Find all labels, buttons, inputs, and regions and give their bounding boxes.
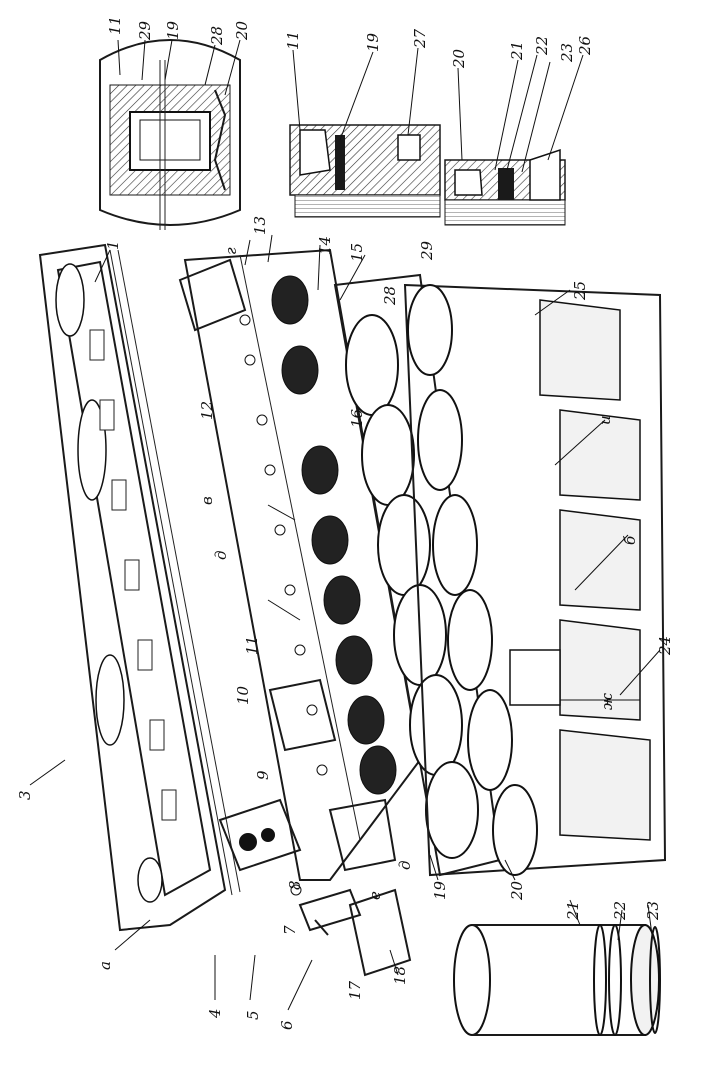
label-24: 24 xyxy=(656,636,674,656)
label-21: 21 xyxy=(564,901,582,921)
cylinder-block xyxy=(403,283,667,877)
cylinder-head xyxy=(178,248,422,881)
label-u: и xyxy=(596,415,614,425)
label-11: 11 xyxy=(284,31,302,50)
label-23: 23 xyxy=(558,43,576,63)
label-v: в xyxy=(198,496,216,505)
label-22: 22 xyxy=(533,36,551,56)
label-11: 11 xyxy=(243,636,261,655)
label-g: г xyxy=(222,247,240,255)
head-cover xyxy=(38,243,241,932)
label-29: 29 xyxy=(136,20,154,41)
label-7: 7 xyxy=(281,925,299,935)
label-3: 3 xyxy=(16,790,34,800)
label-20: 20 xyxy=(450,48,468,69)
label-19: 19 xyxy=(164,20,182,40)
label-17: 17 xyxy=(346,980,364,1000)
label-10: 10 xyxy=(234,685,252,705)
label-28: 28 xyxy=(208,26,226,46)
label-19: 19 xyxy=(364,32,382,52)
label-8: 8 xyxy=(286,880,304,890)
label-d: д xyxy=(396,860,414,870)
label-14: 14 xyxy=(316,236,334,255)
label-a: a xyxy=(96,961,114,970)
label-13: 13 xyxy=(251,216,269,235)
label-11: 11 xyxy=(106,16,124,35)
label-5: 5 xyxy=(244,1010,262,1020)
label-21: 21 xyxy=(508,41,526,61)
label-18: 18 xyxy=(391,966,409,985)
callout-labels: 11 29 19 28 20 11 19 27 20 21 22 23 26 1… xyxy=(16,16,674,1030)
label-6: 6 xyxy=(278,1020,296,1030)
label-d: д xyxy=(212,550,230,560)
label-27: 27 xyxy=(411,28,429,49)
label-9: 9 xyxy=(254,770,272,780)
label-16: 16 xyxy=(348,408,366,428)
inset-seal-detail xyxy=(99,39,241,230)
label-20: 20 xyxy=(233,20,251,41)
inset-cylinder-seal-section xyxy=(289,124,566,226)
label-28: 28 xyxy=(381,286,399,306)
small-parts xyxy=(218,798,412,977)
leader-lines xyxy=(29,39,661,1011)
label-20: 20 xyxy=(508,880,526,901)
label-4: 4 xyxy=(206,1008,224,1019)
label-22: 22 xyxy=(611,901,629,921)
label-26: 26 xyxy=(576,35,594,56)
label-23: 23 xyxy=(644,901,662,921)
label-zh: ж xyxy=(598,693,616,710)
label-b: б xyxy=(621,535,639,545)
label-15: 15 xyxy=(348,243,366,262)
label-29: 29 xyxy=(418,240,436,261)
label-e: е xyxy=(366,891,384,900)
label-19: 19 xyxy=(431,880,449,900)
label-1: 1 xyxy=(104,240,122,250)
cylinder-liner xyxy=(453,924,661,1036)
label-25: 25 xyxy=(571,281,589,301)
label-12: 12 xyxy=(198,401,216,420)
